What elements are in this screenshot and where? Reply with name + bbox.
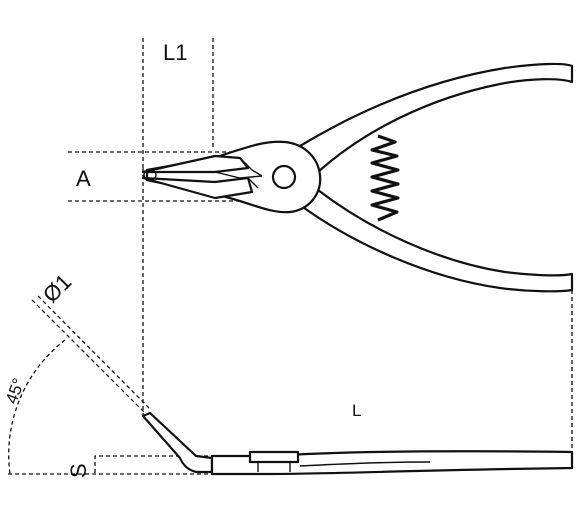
pivot-screw xyxy=(271,164,297,190)
spring xyxy=(370,134,400,222)
pliers-side-view xyxy=(141,411,574,476)
label-l1: L1 xyxy=(163,40,187,65)
label-a: A xyxy=(76,166,91,191)
label-angle: 45° xyxy=(2,376,29,407)
label-l: L xyxy=(352,401,361,420)
dimension-s: S xyxy=(8,455,215,478)
dimension-a: A xyxy=(68,151,238,202)
side-bent-tip xyxy=(141,411,214,474)
lower-handle xyxy=(298,188,574,293)
side-joint xyxy=(248,450,300,464)
upper-jaw-tip xyxy=(141,154,250,174)
dimension-angle: 45° xyxy=(2,339,66,475)
dimension-phi1: Ø1 xyxy=(31,269,150,414)
dimension-l: L xyxy=(142,168,573,462)
label-s: S xyxy=(66,463,91,478)
dimension-l1: L1 xyxy=(142,38,214,168)
upper-handle xyxy=(298,62,574,174)
lower-jaw-tip xyxy=(141,176,254,200)
pliers-top-view xyxy=(141,62,574,293)
